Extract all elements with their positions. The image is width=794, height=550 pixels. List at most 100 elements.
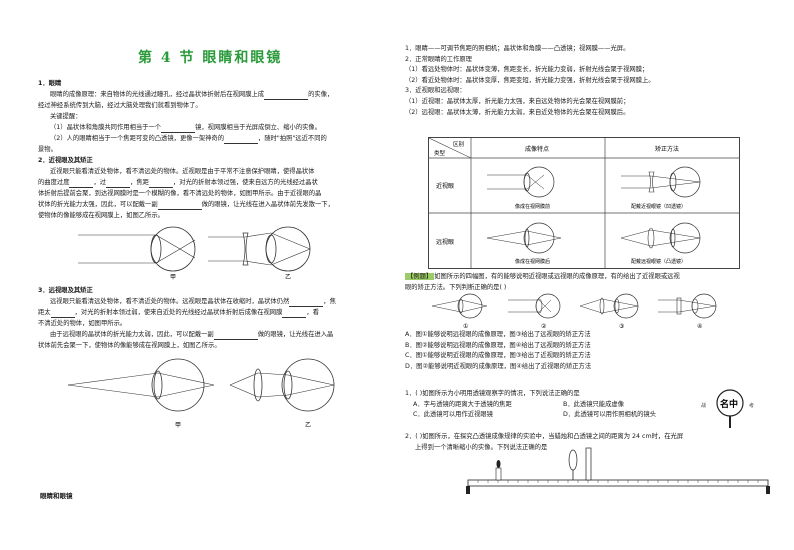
example-eye-4: ④ xyxy=(658,293,717,330)
hyperopia-figure: 甲 乙 xyxy=(67,358,335,429)
option-c: C．图①能够说明近视眼的成像原理，图③给出了近视眼的矫正方法 xyxy=(405,352,591,360)
candle-icon xyxy=(495,460,502,481)
text-line: 1．眼睛——可调节焦距的照相机；晶状体和角膜——凸透镜；视网膜——光屏。 xyxy=(405,45,630,52)
eye-diagram-yi-2: 乙 xyxy=(229,358,335,429)
fill-blank xyxy=(213,331,258,340)
fill-blank xyxy=(157,201,202,210)
table-cell-eye-3: 像成在视网膜后 xyxy=(486,222,562,265)
figure-number: ③ xyxy=(619,323,624,330)
section-3-heading: 3．远视眼及其矫正 xyxy=(38,287,93,294)
fill-blank xyxy=(148,179,173,188)
table-cell-eye-2: 配戴近视眼镜（凹透镜） xyxy=(621,166,701,210)
text-line: 体折射后提前会聚，到达视网膜时是一个模糊的像，看不清远处的物体，如图甲所示。由于… xyxy=(38,190,322,197)
section-1-heading: 1．眼睛 xyxy=(38,80,62,87)
text-line: 2．正常眼睛的工作原理 xyxy=(405,55,472,63)
text-line: （2）看近处物体时：晶状体变厚，焦距变短，折光能力变强，折射光线会聚于视网膜上。 xyxy=(405,76,655,84)
fig-label-yi: 乙 xyxy=(285,274,291,281)
right-column: 1．眼睛——可调节焦距的照相机；晶状体和角膜——凸透镜；视网膜——光屏。 2．正… xyxy=(405,44,770,118)
table-row-label: 远视眼 xyxy=(436,238,454,246)
optical-bench-figure xyxy=(466,447,770,494)
myopia-figure: 甲 乙 xyxy=(78,226,311,281)
example-figure-row: ① ② ③ ④ xyxy=(431,293,717,330)
section-2-heading: 2．近视眼及其矫正 xyxy=(38,157,93,164)
option-a: A．图①能够说明远视眼的成像原理，图③给出了远视眼的矫正方法 xyxy=(405,331,591,338)
comparison-table: 区别 类型 成像特点 矫正方法 近视眼 远视眼 像成在视网膜前 配戴近视眼镜（凹… xyxy=(428,137,740,269)
text-line: 使物体的像能够成在视网膜上，如图乙所示。 xyxy=(38,212,164,219)
q1-options-row: C．此透镜可以用作近视眼镜 D．此透镜可以用作照相机的镜头 xyxy=(405,410,665,421)
q1-option-c: C．此透镜可以用作近视眼镜 xyxy=(413,411,493,419)
left-column: 1．眼睛 眼睛的成像原理：来自物体的光线通过瞳孔，经过晶状体折射后在视网膜上成的… xyxy=(38,40,390,435)
concave-lens-icon xyxy=(242,232,249,266)
text-line: 不清近处的物体，如图甲所示。 xyxy=(38,320,127,327)
table-caption: 配戴近视眼镜（凹透镜） xyxy=(631,203,686,210)
option-b: B．图②能够说明远视眼的成像原理，图④给出了远视眼的矫正方法 xyxy=(405,341,591,349)
text-line: （2）人的眼睛相当于一个焦距可变的凸透镜，更像一架神奇的，随时"拍照"远近不同的 xyxy=(50,135,327,144)
eye-diagram-yi: 乙 xyxy=(208,226,311,281)
table-header-col2: 矫正方法 xyxy=(655,145,679,153)
text-line: （1）晶状体和角膜共同作用相当于一个镜，视网膜相当于光屏成倒立、缩小的实像。 xyxy=(50,124,321,133)
table-row-label: 近视眼 xyxy=(436,182,454,190)
magnifier-text-left: 战 xyxy=(701,402,706,409)
fill-blank xyxy=(282,309,307,318)
table-caption: 像成在视网膜后 xyxy=(515,258,550,265)
text-line: 3．近视眼和远视眼： xyxy=(405,87,466,95)
convex-lens-icon xyxy=(253,368,263,402)
example-eye-3: ③ xyxy=(579,293,639,330)
text-line: 关键提醒： xyxy=(50,113,82,120)
magnifier-text-right: 考 xyxy=(749,403,754,409)
option-d: D．图②能够说明近视眼的成像原理，图④给出了近视眼的矫正方法 xyxy=(405,362,592,370)
table-cell-eye-4: 配戴远视眼镜（凸透镜） xyxy=(620,222,701,265)
question-stem: 1．( )如图所示为小明用透镜观察字的情况，下列说法正确的是 xyxy=(405,390,580,397)
figure-number: ④ xyxy=(697,323,702,330)
figure-number: ① xyxy=(463,323,468,330)
fill-blank xyxy=(264,91,309,100)
text-line: 近视眼只能看清近处物体，看不清远处的物体。近视眼是由于平常不注意保护眼睛，使得晶… xyxy=(50,168,315,175)
q1-option-d: D．此透镜可以用作照相机的镜头 xyxy=(563,411,657,419)
text-line: （1）近视眼：晶状体太厚，折光能力太强，来自远处物体的光会聚在视网膜前； xyxy=(405,97,630,105)
page-footer: 眼睛和眼镜 xyxy=(40,492,73,500)
question-2: 2．( )如图所示，在探究凸透镜成像规律的实验中，当蜡烛和凸透镜之间的距离为 2… xyxy=(405,432,770,453)
text-line: 眼睛的成像原理：来自物体的光线通过瞳孔，经过晶状体折射后在视网膜上成的实像， xyxy=(50,91,334,100)
screen-icon xyxy=(585,447,592,481)
example-options: A．图①能够说明远视眼的成像原理，图③给出了远视眼的矫正方法 B．图②能够说明远… xyxy=(405,330,770,372)
eye-diagram-jia: 甲 xyxy=(78,226,196,281)
q1-option-a: A．字与透镜的距离大于透镜的焦距 xyxy=(413,400,512,408)
table-header-col1: 成像特点 xyxy=(525,145,549,153)
text-line: （2）远视眼：晶状体太薄，折光能力太弱，来自近处物体的光会聚在视网膜后。 xyxy=(405,108,630,116)
text-line: 【例题】如图所示的四幅图，有的能够说明近视眼或远视眼的成像原理，有的给出了近视眼… xyxy=(405,273,680,280)
example-eye-2: ② xyxy=(508,293,561,330)
text-line: 的曲度过度，过，焦距，对光的折射本领过强，使来自远方的光线经过晶状 xyxy=(38,179,318,188)
table-cell-eye-1: 像成在视网膜前 xyxy=(487,166,555,210)
magnifier-text-center: 名中 xyxy=(720,398,738,410)
figure-number: ② xyxy=(541,323,547,330)
q1-option-b: B．此透镜只能成虚像 xyxy=(563,400,624,408)
table-corner-bottom: 类型 xyxy=(434,149,446,157)
text-line: 景物。 xyxy=(38,146,57,153)
question-1: 1．( )如图所示为小明用透镜观察字的情况，下列说法正确的是 A．字与透镜的距离… xyxy=(405,389,665,421)
magnifier-figure: 战 名中 考 xyxy=(701,389,754,428)
text-line: （1）看远处物体时：晶状体变薄，焦距变长，折光能力变弱，折射光线会聚于视网膜； xyxy=(405,66,649,74)
example-tag: 【例题】 xyxy=(405,273,435,280)
fill-blank xyxy=(289,298,324,307)
text-line: 远视眼只能看清远处物体，看不清近处的物体。远视眼是晶状体在收缩时，晶状体仍然，焦 xyxy=(50,298,336,307)
text-line: 经过神经系统传到大脑，经过大脑处理我们就看到物体了。 xyxy=(38,102,202,109)
fig-label-jia-2: 甲 xyxy=(175,422,181,429)
text-line: 由于远视眼的晶状体的折光能力太弱，因此，可以配戴一副做的眼镜，让光线在进入晶 xyxy=(50,331,334,340)
table-caption: 配戴远视眼镜（凸透镜） xyxy=(631,258,686,265)
lens-holder-icon xyxy=(568,449,578,480)
example-block: 【例题】如图所示的四幅图，有的能够说明近视眼或远视眼的成像原理，有的给出了近视眼… xyxy=(405,272,770,293)
fig-label-yi-2: 乙 xyxy=(305,422,311,429)
text-line: 状体的折光能力太强，因此，可以配戴一副做的眼镜，让光线在进入晶状体前先发散一下， xyxy=(38,201,334,210)
text-line: 眼的矫正方法。下列判断正确的是( ) xyxy=(405,283,507,291)
q1-options-row: A．字与透镜的距离大于透镜的焦距 B．此透镜只能成虚像 xyxy=(405,400,665,411)
fill-blank xyxy=(106,179,131,188)
fig-label-jia: 甲 xyxy=(170,274,176,281)
eye-diagram-jia-2: 甲 xyxy=(67,358,215,429)
table-caption: 像成在视网膜前 xyxy=(515,203,550,210)
fill-blank xyxy=(161,124,196,133)
question-stem-cont: 上得到一个清晰缩小的实像。下列说法正确的是 xyxy=(415,443,548,451)
question-stem: 2．( )如图所示，在探究凸透镜成像规律的实验中，当蜡烛和凸透镜之间的距离为 2… xyxy=(405,433,684,440)
table-corner-top: 区别 xyxy=(453,140,464,148)
fill-blank xyxy=(50,309,75,318)
